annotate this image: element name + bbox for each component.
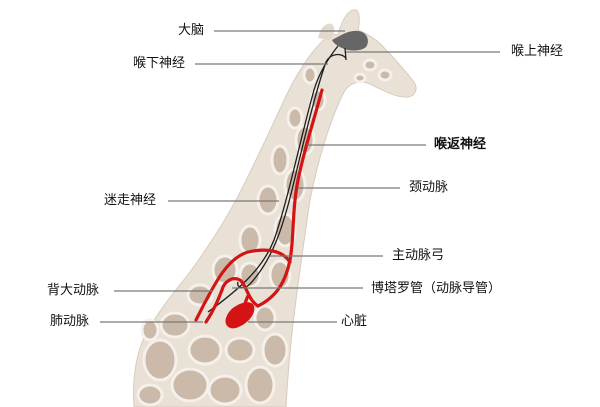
- heart-icon: [225, 302, 255, 329]
- label-heart: 心脏: [341, 314, 368, 329]
- label-brain: 大脑: [178, 23, 205, 38]
- label-superior-laryngeal-nerve: 喉上神经: [511, 44, 564, 59]
- brain-icon: [332, 30, 368, 51]
- label-inferior-laryngeal-nerve: 喉下神经: [133, 56, 186, 71]
- label-aortic-arch: 主动脉弓: [392, 248, 445, 263]
- label-vagus-nerve: 迷走神经: [104, 193, 157, 208]
- label-carotid-artery: 颈动脉: [409, 180, 449, 195]
- giraffe-patches: [136, 58, 393, 407]
- label-ductus-arteriosus: 博塔罗管（动脉导管）: [371, 281, 502, 296]
- label-dorsal-aorta: 背大动脉: [47, 283, 100, 298]
- nerve-paths: [207, 45, 347, 313]
- label-pulmonary-artery: 肺动脉: [50, 314, 90, 329]
- leader-lines: [100, 30, 500, 323]
- label-recurrent-laryngeal-nerve: 喉返神经: [434, 137, 487, 152]
